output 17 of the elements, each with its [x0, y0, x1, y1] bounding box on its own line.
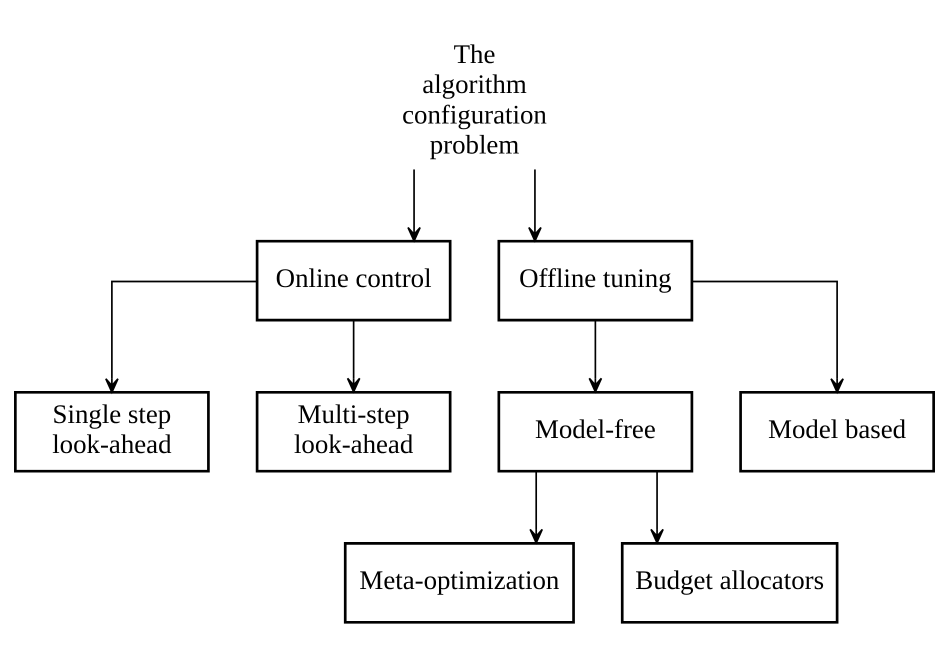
arrow	[588, 320, 602, 393]
arrow	[346, 320, 360, 393]
node-box: Budget allocators	[620, 542, 838, 624]
arrow	[529, 471, 544, 544]
arrow	[528, 169, 542, 242]
arrow	[105, 280, 257, 394]
node-box: Multi-step look-ahead	[256, 390, 452, 473]
node-box: Model-free	[498, 390, 694, 473]
node-box: Model based	[739, 390, 935, 473]
arrow	[407, 169, 421, 242]
node-box: Online control	[256, 240, 452, 322]
arrow	[650, 471, 664, 544]
arrow	[692, 280, 844, 394]
node-box: Meta-optimization	[344, 542, 575, 624]
node-text: The algorithm configuration problem	[402, 38, 547, 160]
node-box: Single step look-ahead	[14, 390, 210, 473]
node-box: Offline tuning	[498, 240, 694, 322]
